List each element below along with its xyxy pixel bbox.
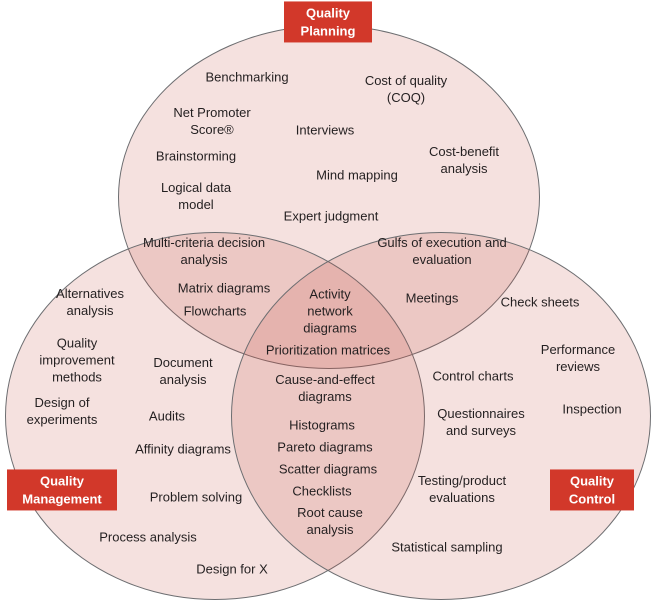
venn-item-audits: Audits xyxy=(148,408,186,424)
venn-item-problem-solving: Problem solving xyxy=(149,489,243,505)
venn-item-cost-benefit: Cost-benefit analysis xyxy=(428,144,500,176)
venn-item-interviews: Interviews xyxy=(295,122,355,138)
venn-item-quality-improvement: Quality improvement methods xyxy=(39,335,115,385)
venn-item-net-promoter-score: Net Promoter Score® xyxy=(173,105,251,137)
venn-item-check-sheets: Check sheets xyxy=(500,294,580,310)
venn-item-multi-criteria: Multi-criteria decision analysis xyxy=(142,235,266,267)
venn-item-process-analysis: Process analysis xyxy=(99,529,197,545)
control-circle xyxy=(231,232,651,600)
venn-item-root-cause: Root cause analysis xyxy=(297,505,363,537)
control-label: Quality Control xyxy=(550,469,634,511)
planning-label: Quality Planning xyxy=(284,1,372,43)
venn-item-meetings: Meetings xyxy=(405,290,459,306)
venn-item-document-analysis: Document analysis xyxy=(153,355,213,387)
venn-item-brainstorming: Brainstorming xyxy=(155,148,237,164)
venn-item-flowcharts: Flowcharts xyxy=(183,303,247,319)
venn-item-matrix-diagrams: Matrix diagrams xyxy=(177,280,271,296)
venn-item-mind-mapping: Mind mapping xyxy=(316,167,398,183)
venn-item-benchmarking: Benchmarking xyxy=(205,69,289,85)
management-label: Quality Management xyxy=(7,469,117,511)
venn-item-inspection: Inspection xyxy=(562,401,622,417)
venn-item-histograms: Histograms xyxy=(289,417,355,433)
venn-item-testing-product: Testing/product evaluations xyxy=(417,473,507,505)
venn-item-prioritization: Prioritization matrices xyxy=(265,342,391,358)
venn-item-cause-and-effect: Cause-and-effect diagrams xyxy=(275,372,375,404)
venn-item-design-experiments: Design of experiments xyxy=(26,395,98,427)
venn-item-checklists: Checklists xyxy=(292,483,352,499)
venn-item-design-for-x: Design for X xyxy=(196,561,268,577)
venn-item-pareto-diagrams: Pareto diagrams xyxy=(277,439,373,455)
venn-item-scatter-diagrams: Scatter diagrams xyxy=(278,461,378,477)
venn-item-cost-of-quality: Cost of quality (COQ) xyxy=(364,73,448,105)
venn-item-statistical-sampling: Statistical sampling xyxy=(391,539,503,555)
venn-item-performance-reviews: Performance reviews xyxy=(540,342,616,374)
venn-item-activity-network: Activity network diagrams xyxy=(303,286,357,336)
venn-item-expert-judgment: Expert judgment xyxy=(283,208,379,224)
venn-item-logical-data-model: Logical data model xyxy=(160,180,232,212)
venn-item-affinity-diagrams: Affinity diagrams xyxy=(135,441,231,457)
venn-item-questionnaires: Questionnaires and surveys xyxy=(437,406,525,438)
venn-item-gulfs-execution: Gulfs of execution and evaluation xyxy=(377,235,507,267)
venn-item-alternatives: Alternatives analysis xyxy=(56,286,124,318)
venn-item-control-charts: Control charts xyxy=(432,368,514,384)
